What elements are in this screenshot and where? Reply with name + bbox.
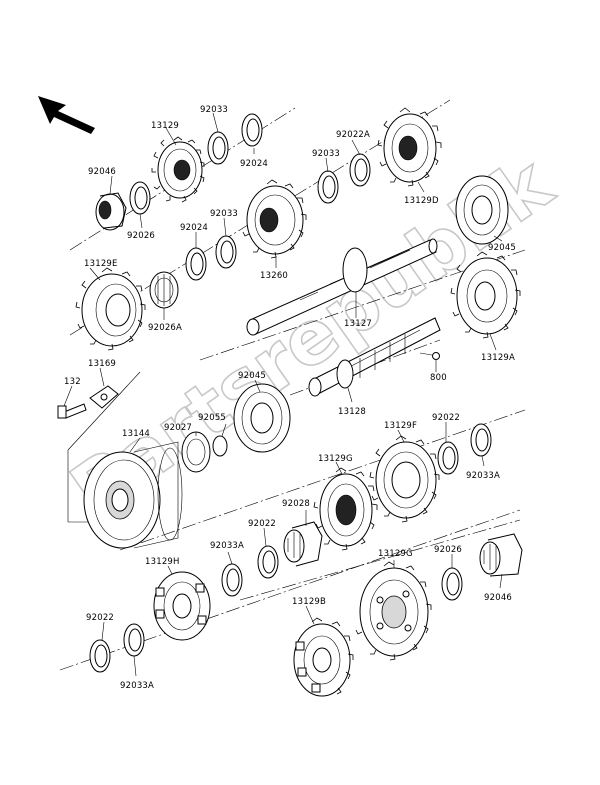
label-92028: 92028 [282,499,310,509]
label-13144: 13144 [122,429,150,439]
label-92026A: 92026A [148,323,182,333]
part-92026-washer-low [441,567,463,601]
part-92026A-bushing [149,271,179,309]
part-92055-o-ring [212,435,228,457]
part-13129E-gear [75,267,146,351]
label-92022A: 92022A [336,130,370,140]
part-92045-bearing-mid [233,383,291,453]
label-92022-mid: 92022 [248,519,276,529]
part-92022A-washer [349,153,371,187]
label-92045-mid: 92045 [238,371,266,381]
label-13129G-mid: 13129G [318,454,353,464]
label-92022-right: 92022 [432,413,460,423]
part-132-bolt [57,403,87,419]
part-92022-washer-bottom [89,639,111,673]
label-92024-center: 92024 [180,223,208,233]
label-13129G-low: 13129G [378,549,413,559]
part-800-ball [419,352,440,360]
part-92033-circlip-center [215,235,237,269]
part-92033A-circlip-bottom [123,623,145,657]
part-92024-washer-center [185,247,207,281]
label-13129F: 13129F [384,421,417,431]
label-13129D: 13129D [404,196,439,206]
label-13129: 13129 [151,121,179,131]
part-92033A-circlip-mid [221,563,243,597]
label-92033-top: 92033 [200,105,228,115]
part-92024-washer [241,113,263,147]
part-92033-circlip [207,131,229,165]
label-92026-top: 92026 [127,231,155,241]
leader-lines [63,112,503,677]
label-13260: 13260 [260,271,288,281]
label-92046-top: 92046 [88,167,116,177]
label-13129H: 13129H [145,557,180,567]
part-92046-bushing-low [479,533,523,577]
label-92022-bottom: 92022 [86,613,114,623]
part-13129-gear [151,136,205,203]
part-13129B-gear [293,617,354,697]
part-13260-gear [242,179,307,259]
label-132: 132 [64,377,81,387]
part-92033-circlip-mid [317,170,339,204]
part-13129G-gear-low [355,561,432,661]
part-92026-washer [129,181,151,215]
part-labels: 13129 92033 92024 92022A 92033 13129D 92… [64,105,516,691]
part-13129A-gear [450,251,521,339]
part-13127-shaft [246,238,438,336]
label-13128: 13128 [338,407,366,417]
part-13144-sprocket [67,371,183,549]
part-92022-washer-right [437,441,459,475]
part-13129G-gear-mid [313,467,378,551]
label-13127: 13127 [344,319,372,329]
label-92033-mid: 92033 [312,149,340,159]
part-92045-bearing [455,175,509,245]
part-92046-bushing [95,192,127,231]
label-13169: 13169 [88,359,116,369]
label-92033A-bottom: 92033A [120,681,154,691]
label-92026-low: 92026 [434,545,462,555]
label-92055: 92055 [198,413,226,423]
label-800: 800 [430,373,447,383]
label-92045-top: 92045 [488,243,516,253]
label-92033-center: 92033 [210,209,238,219]
label-92033A-right: 92033A [466,471,500,481]
label-92024-top: 92024 [240,159,268,169]
label-92027: 92027 [164,423,192,433]
label-92033A-mid: 92033A [210,541,244,551]
part-92033A-circlip-right [470,423,492,457]
part-92027-collar [181,431,211,473]
part-92028-bushing [283,521,323,567]
label-92046-low: 92046 [484,593,512,603]
part-13129H-gear [153,571,211,641]
part-92022-washer-mid [257,545,279,579]
label-13129A: 13129A [481,353,515,363]
part-13129D-gear [377,107,442,187]
direction-arrow-icon [38,96,95,134]
part-13129F-gear [369,435,440,523]
label-13129E: 13129E [84,259,118,269]
label-13129B: 13129B [292,597,326,607]
part-13128-shaft [308,317,441,397]
part-13169-plate [89,385,119,409]
